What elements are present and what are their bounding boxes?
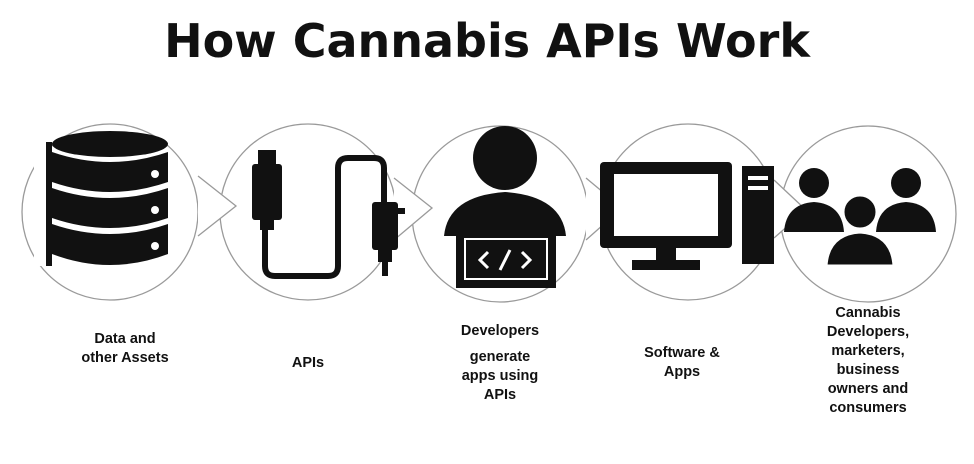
step-label-software: Software & Apps [644, 345, 720, 380]
computer-monitor-icon [600, 162, 774, 270]
step-label-audience: Cannabis Developers, marketers, business… [826, 305, 910, 416]
people-group-icon [784, 168, 936, 268]
developer-laptop-icon [444, 126, 566, 288]
step-label-data: Data and other Assets [81, 331, 169, 366]
step-label-developers: Developers generate apps using APIs [460, 323, 540, 403]
arrow-2 [393, 177, 434, 241]
step-label-apis: APIs [291, 355, 325, 371]
cable-plug-icon [252, 150, 405, 279]
database-icon [34, 131, 168, 266]
diagram-title: How Cannabis APIs Work [164, 14, 810, 68]
arrow-1 [197, 175, 238, 237]
